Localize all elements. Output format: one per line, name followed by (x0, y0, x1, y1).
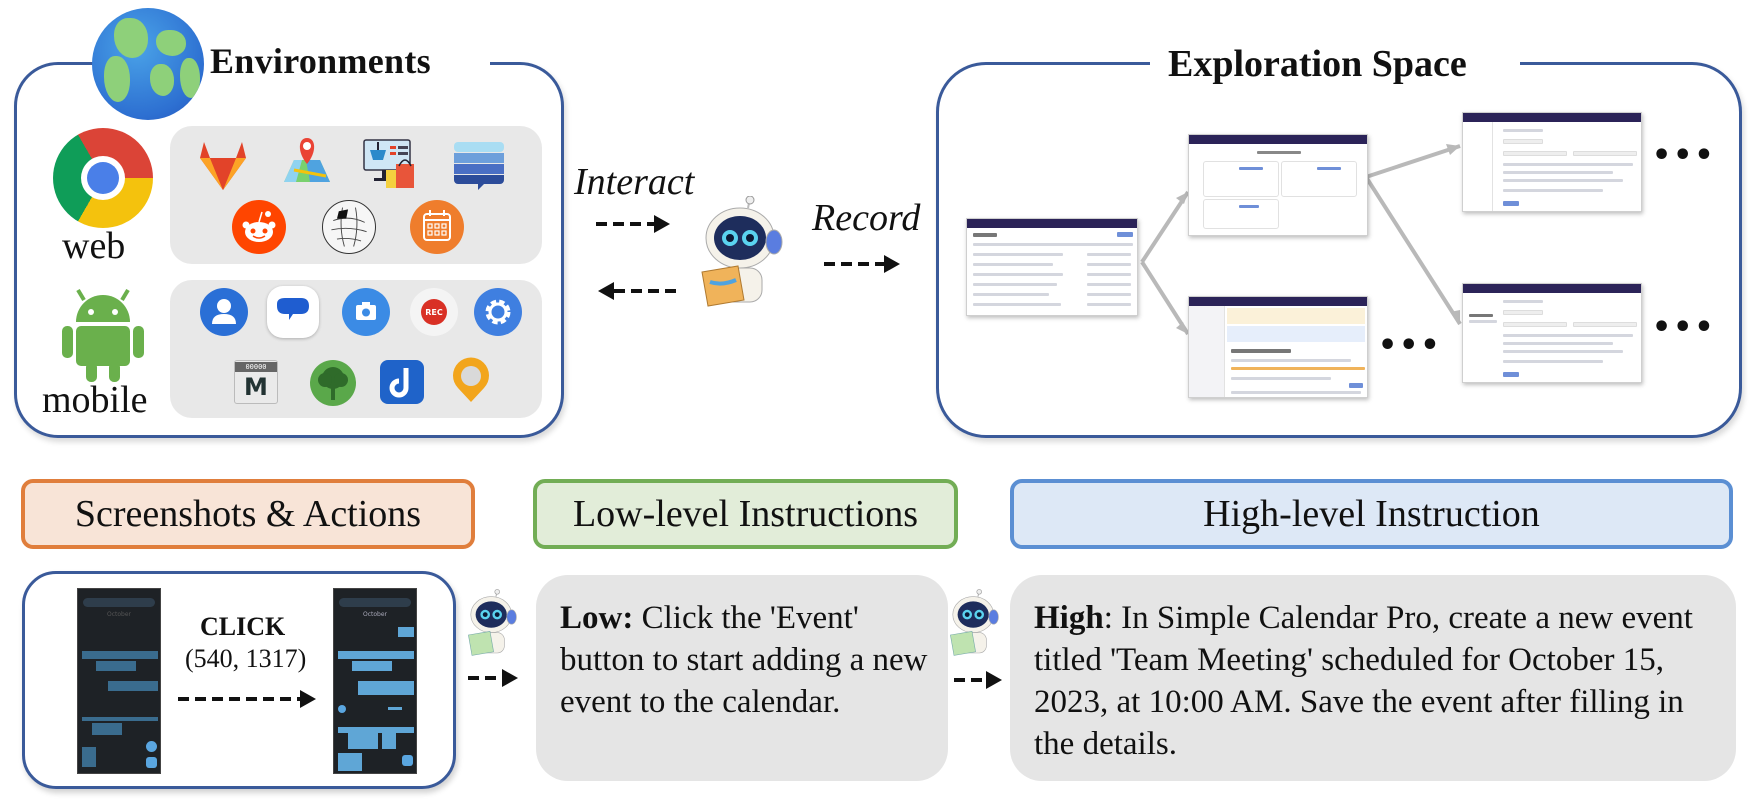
record-arrow (824, 262, 886, 266)
messages-icon (267, 286, 319, 338)
wikipedia-icon (322, 200, 376, 254)
return-arrow (614, 289, 678, 293)
rec-badge: REC (421, 299, 447, 325)
camera-icon (342, 288, 390, 336)
edge-create-to-form2 (1364, 175, 1462, 326)
low-arrowhead-icon (502, 669, 518, 687)
edge-create-to-form1 (1365, 144, 1461, 179)
record-arrowhead-icon (884, 255, 900, 273)
contacts-icon (200, 288, 248, 336)
settings-icon (474, 288, 522, 336)
environments-title-bg (200, 36, 490, 90)
screen-project-form-2 (1462, 283, 1642, 383)
high-text: : In Simple Calendar Pro, create a new e… (1034, 600, 1693, 762)
robot-agent-icon-high (950, 589, 999, 656)
phone-month-label: October (106, 611, 131, 618)
screen-projects-list (966, 218, 1138, 316)
recorder-icon: REC (410, 288, 458, 336)
web-label: web (62, 225, 126, 267)
robot-agent-icon (701, 196, 783, 307)
calendar-icon (410, 200, 464, 254)
low-arrow (468, 676, 504, 680)
high-prefix: High (1034, 600, 1104, 636)
low-level-instruction: Low: Click the 'Event' button to start a… (536, 575, 948, 781)
low-level-instructions-header: Low-level Instructions (533, 479, 958, 549)
screen-create-project (1188, 134, 1368, 236)
osmand-icon (448, 356, 494, 406)
high-level-instruction-header: High-level Instruction (1010, 479, 1733, 549)
ellipsis-branch-issue: ••• (1378, 328, 1442, 363)
screenshots-actions-header: Screenshots & Actions (21, 479, 475, 549)
edge-root-to-issue (1140, 260, 1190, 336)
shopping-icon (363, 139, 414, 188)
screen-issue-detail (1188, 296, 1368, 398)
phone-month-label-after: October (362, 611, 387, 618)
exploration-title-bg (1150, 40, 1520, 90)
low-prefix: Low: (560, 600, 634, 636)
action-arrowhead-icon (300, 690, 316, 708)
markor-icon: 00000 M (234, 360, 278, 404)
interact-arrowhead-icon (654, 215, 670, 233)
mobile-label: mobile (42, 379, 148, 421)
markor-counter: 00000 (235, 362, 277, 372)
action-coordinates: (540, 1317) (185, 644, 307, 673)
edge-root-to-create (1140, 190, 1190, 264)
android-icon (62, 288, 144, 382)
high-level-instruction: High: In Simple Calendar Pro, create a n… (1010, 575, 1736, 781)
forum-icon (454, 142, 504, 190)
environments-title: Environments (210, 41, 431, 81)
low-text: Click the 'Event' button to start adding… (560, 600, 928, 720)
ellipsis-branch-form-1: ••• (1652, 138, 1716, 173)
interact-label: Interact (574, 161, 695, 203)
chrome-icon (53, 128, 153, 228)
action-type: CLICK (200, 612, 286, 641)
record-label: Record (812, 197, 921, 239)
robot-agent-icon-low (468, 589, 517, 656)
high-arrowhead-icon (986, 671, 1002, 689)
tree-app-icon (310, 360, 356, 406)
exploration-edges (1140, 144, 1462, 336)
phone-screenshot-before: October (77, 588, 161, 774)
phone-screenshot-after: October (333, 588, 417, 774)
interact-arrow (596, 222, 656, 226)
reddit-icon (232, 200, 286, 254)
high-arrow (954, 678, 988, 682)
exploration-title: Exploration Space (1168, 43, 1467, 85)
ellipsis-branch-form-2: ••• (1652, 310, 1716, 345)
maps-icon (284, 138, 330, 182)
joplin-icon (380, 360, 424, 404)
action-arrow (178, 697, 302, 701)
gitlab-icon (200, 142, 246, 190)
return-arrowhead-icon (598, 282, 614, 300)
globe-icon (92, 8, 204, 120)
screen-project-form-1 (1462, 112, 1642, 212)
